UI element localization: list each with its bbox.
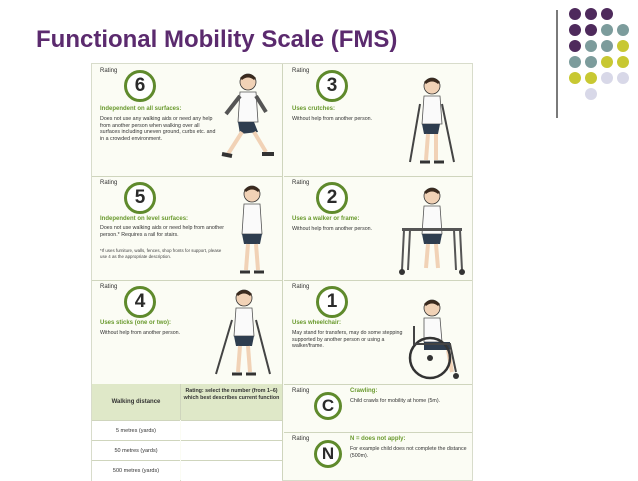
rating-label: Rating (100, 180, 118, 186)
rating-label: Rating (292, 388, 310, 394)
rating-panel-6: Rating 6 Independent on all surfaces: Do… (92, 64, 282, 177)
rating-number-1: 1 (316, 286, 348, 318)
dot (569, 40, 581, 52)
rating-label: Rating (100, 284, 118, 290)
rating-letter-c: C (314, 392, 342, 420)
table-row-distance: 500 metres (yards) (92, 460, 180, 481)
dot (569, 24, 581, 36)
rating-note: *If uses furniture, walls, fences, shop … (100, 248, 222, 259)
rating-description: For example child does not complete the … (350, 446, 467, 459)
decorative-dot-grid (567, 8, 633, 108)
rating-description: Child crawls for mobility at home (5m). (350, 398, 441, 404)
slide-title: Functional Mobility Scale (FMS) (36, 26, 398, 53)
table-cell-rating-input (181, 460, 282, 481)
rating-panel-2: Rating 2 Uses a walker or frame: Without… (284, 176, 472, 281)
rating-number-5: 5 (124, 182, 156, 214)
dot (585, 72, 597, 84)
child-walker-illustration (399, 187, 465, 275)
rating-panel-5: Rating 5 Independent on level surfaces: … (92, 176, 282, 281)
table-header-distance: Walking distance (92, 384, 181, 420)
rating-heading: N = does not apply: (350, 436, 406, 442)
rating-number-6: 6 (124, 70, 156, 102)
rating-description: Without help from another person. (292, 116, 373, 122)
table-header-rating: Rating: select the number (from 1–6) whi… (181, 384, 282, 420)
fms-chart-figure: Rating 6 Independent on all surfaces: Do… (91, 63, 473, 481)
rating-number-4: 4 (124, 286, 156, 318)
rating-heading: Independent on level surfaces: (100, 216, 189, 222)
dot (617, 72, 629, 84)
rating-panel-n: Rating N N = does not apply: For example… (284, 432, 472, 480)
dot (585, 56, 597, 68)
rating-label: Rating (292, 284, 310, 290)
rating-description: Does not use any walking aids or need an… (100, 116, 216, 142)
rating-panel-c: Rating C Crawling: Child crawls for mobi… (284, 384, 472, 433)
rating-label: Rating (292, 436, 310, 442)
wheelchair-icon (408, 299, 459, 380)
rating-number-3: 3 (316, 70, 348, 102)
rating-description: Without help from another person. (100, 330, 181, 336)
rating-heading: Crawling: (350, 388, 378, 394)
dot (601, 40, 613, 52)
rating-label: Rating (292, 180, 310, 186)
table-cell-rating-input (181, 440, 282, 461)
dot (585, 24, 597, 36)
rating-number-2: 2 (316, 182, 348, 214)
dot (601, 24, 613, 36)
dot (601, 8, 613, 20)
rating-description: Without help from another person. (292, 226, 373, 232)
rating-description: Does not use walking aids or need help f… (100, 225, 224, 238)
child-standing-illustration (240, 185, 264, 274)
dot (569, 8, 581, 20)
dot (585, 40, 597, 52)
column-divider (282, 64, 283, 480)
dot (569, 72, 581, 84)
child-crutches-illustration (409, 77, 455, 164)
dot (617, 56, 629, 68)
child-sticks-illustration (215, 289, 271, 376)
table-row-distance: 5 metres (yards) (92, 420, 180, 441)
rating-heading: Independent on all surfaces: (100, 106, 182, 112)
rating-heading: Uses sticks (one or two): (100, 320, 172, 326)
table-cell-rating-input (181, 420, 282, 441)
rating-letter-n: N (314, 440, 342, 468)
rating-heading: Uses a walker or frame: (292, 216, 360, 222)
dot (601, 56, 613, 68)
rating-heading: Uses crutches: (292, 106, 336, 112)
rating-panel-3: Rating 3 Uses crutches: Without help fro… (284, 64, 472, 177)
title-divider (556, 10, 558, 118)
rating-panel-4: Rating 4 Uses sticks (one or two): Witho… (92, 280, 282, 385)
rating-label: Rating (292, 68, 310, 74)
rating-label: Rating (100, 68, 118, 74)
rating-heading: Uses wheelchair: (292, 320, 342, 326)
dot (617, 24, 629, 36)
rating-description: May stand for transfers, may do some ste… (292, 330, 403, 350)
child-walking-illustration (221, 73, 274, 158)
table-row-distance: 50 metres (yards) (92, 440, 180, 461)
dot (569, 56, 581, 68)
dot (601, 72, 613, 84)
walking-distance-table: Walking distance Rating: select the numb… (92, 384, 282, 481)
dot (585, 88, 597, 100)
rating-panel-1: Rating 1 Uses wheelchair: May stand for … (284, 280, 472, 385)
dot (617, 40, 629, 52)
dot (585, 8, 597, 20)
